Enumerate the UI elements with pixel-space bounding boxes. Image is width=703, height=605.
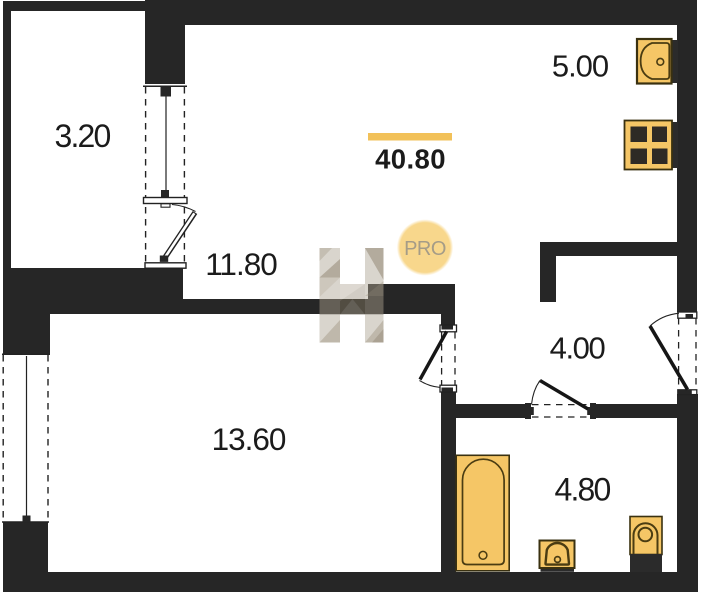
svg-text:5.00: 5.00 bbox=[552, 48, 609, 83]
svg-text:PRO: PRO bbox=[404, 238, 446, 260]
svg-text:11.80: 11.80 bbox=[205, 246, 277, 282]
svg-text:4.00: 4.00 bbox=[550, 330, 606, 365]
svg-text:3.20: 3.20 bbox=[54, 118, 110, 154]
svg-text:13.60: 13.60 bbox=[212, 421, 286, 457]
svg-text:4.80: 4.80 bbox=[554, 472, 610, 508]
svg-text:40.80: 40.80 bbox=[375, 144, 446, 175]
